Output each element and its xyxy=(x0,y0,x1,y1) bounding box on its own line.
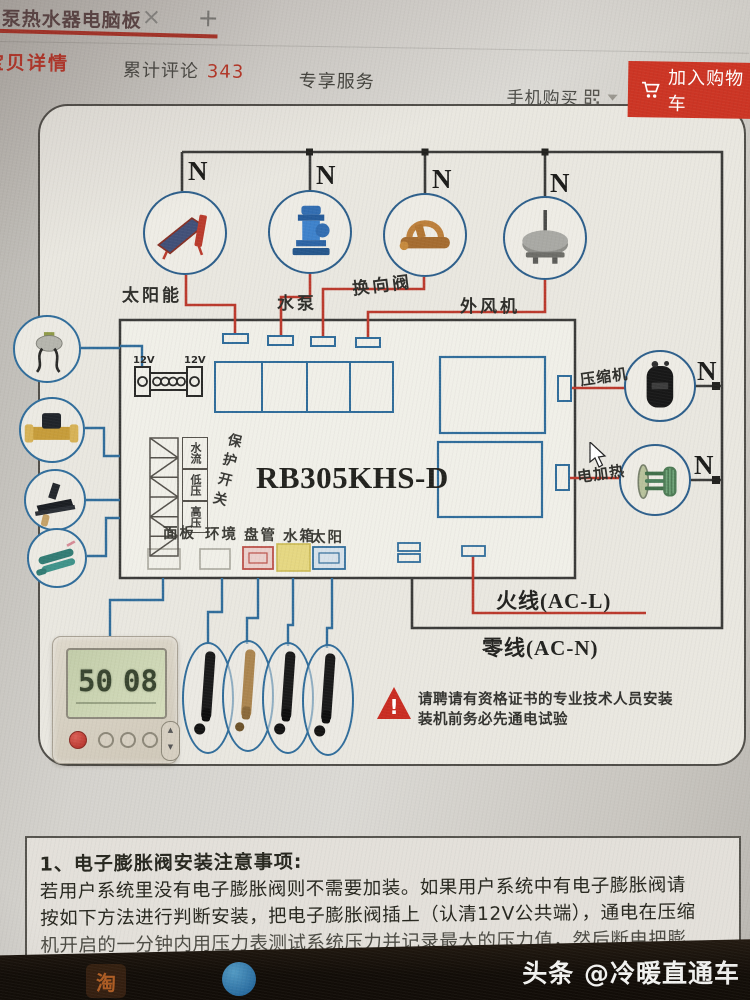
warning-text-line2: 装机前务必先通电试验 xyxy=(418,712,568,728)
probe-image-1 xyxy=(194,651,216,735)
component-pump xyxy=(268,190,352,274)
wired-controller: 50 08 ▲▼ xyxy=(52,636,180,764)
probe-image-4 xyxy=(314,653,336,737)
compressor-image xyxy=(646,361,674,408)
live-wire-label: 火线(AC-L) xyxy=(496,589,612,613)
controller-updown-rocker: ▲▼ xyxy=(161,721,180,761)
sensor-expansion-valve-coil xyxy=(13,315,81,383)
comments-count: 343 xyxy=(206,61,245,83)
mouse-cursor-icon xyxy=(589,442,607,468)
sensor-label-solar: 太阳 xyxy=(311,530,344,546)
sensor-low-pressure-switch xyxy=(24,469,86,531)
label-solar: 太阳能 xyxy=(122,286,182,306)
flow-switch-image xyxy=(25,413,79,443)
neutral-wire-label: 零线(AC-N) xyxy=(482,636,599,660)
controller-lcd: 50 08 xyxy=(66,648,167,719)
controller-button-1 xyxy=(98,732,114,748)
add-to-cart-button[interactable]: 加入购物车 xyxy=(627,60,750,120)
controller-button-3 xyxy=(142,732,158,748)
chrome-divider xyxy=(0,40,750,54)
cart-button-label: 加入购物车 xyxy=(667,67,745,115)
qr-icon xyxy=(584,89,600,104)
component-compressor xyxy=(624,350,696,422)
notes-heading: 1、电子膨胀阀安装注意事项: xyxy=(39,850,303,876)
sensor-label-panel: 面板 xyxy=(163,526,196,542)
watermark: 头条 @冷暖直通车 xyxy=(522,959,740,988)
n-label-fan: N xyxy=(550,168,570,198)
plus-icon[interactable]: + xyxy=(197,3,219,33)
reversing-valve-image xyxy=(399,220,450,250)
nav-tab-detail[interactable]: 宝贝详情 xyxy=(0,51,70,76)
nav-tab-service[interactable]: 专享服务 xyxy=(298,70,375,93)
expansion-valve-image xyxy=(35,331,63,373)
n-label-heater: N xyxy=(694,450,714,480)
component-solar xyxy=(143,191,227,275)
n-label-valve: N xyxy=(432,164,452,194)
pressure-switch-image xyxy=(35,482,76,527)
warning-text-line1: 请聘请有资格证书的专业技术人员安装 xyxy=(418,692,673,708)
messenger-taskbar-icon[interactable] xyxy=(222,962,256,996)
high-pressure-switch-image xyxy=(36,540,76,576)
comments-label: 累计评论 xyxy=(122,59,200,83)
probe-image-2 xyxy=(235,649,256,732)
heater-image xyxy=(637,464,677,500)
nav-mobile-buy[interactable]: 手机购买 xyxy=(506,83,618,110)
nav-tab-comments[interactable]: 累计评论 343 xyxy=(123,56,245,84)
warning-mark: ! xyxy=(389,695,398,719)
label-pump: 水泵 xyxy=(277,294,317,314)
label-fan: 外风机 xyxy=(460,297,520,317)
n-label-solar: N xyxy=(188,156,208,186)
component-fan-motor xyxy=(503,196,587,280)
v12-label-right: 12V xyxy=(184,355,206,366)
fan-motor-image xyxy=(522,209,568,264)
sensor-high-pressure-switch xyxy=(27,528,87,588)
v12-label-left: 12V xyxy=(133,355,155,366)
sensor-water-flow-switch xyxy=(19,397,85,463)
board-model: RB305KHS-D xyxy=(256,460,449,495)
component-reversing-valve xyxy=(383,193,467,277)
water-pump-image xyxy=(292,205,330,255)
probe-solar xyxy=(302,644,354,756)
probe-image-3 xyxy=(274,651,296,735)
component-electric-heater xyxy=(619,444,691,516)
lcd-value-left: 50 xyxy=(78,664,113,698)
chevron-down-icon xyxy=(607,94,618,101)
protect-item-waterflow: 水流 xyxy=(182,437,208,469)
sensor-label-ambient: 环境 xyxy=(205,527,238,543)
warning-triangle-icon: ! xyxy=(377,687,411,719)
cart-icon xyxy=(642,81,660,98)
taobao-taskbar-icon[interactable]: 淘 xyxy=(86,964,126,998)
controller-button-2 xyxy=(120,732,136,748)
n-label-pump: N xyxy=(316,160,336,190)
solar-panel-image xyxy=(156,214,207,260)
lcd-value-right: 08 xyxy=(123,664,158,698)
lcd-divider xyxy=(76,702,156,704)
protect-item-lowpressure: 低压 xyxy=(182,469,208,501)
sensor-label-coil: 盘管 xyxy=(244,528,277,544)
controller-power-button xyxy=(69,731,87,749)
n-label-compressor: N xyxy=(697,356,717,386)
close-icon[interactable]: × xyxy=(141,4,162,31)
